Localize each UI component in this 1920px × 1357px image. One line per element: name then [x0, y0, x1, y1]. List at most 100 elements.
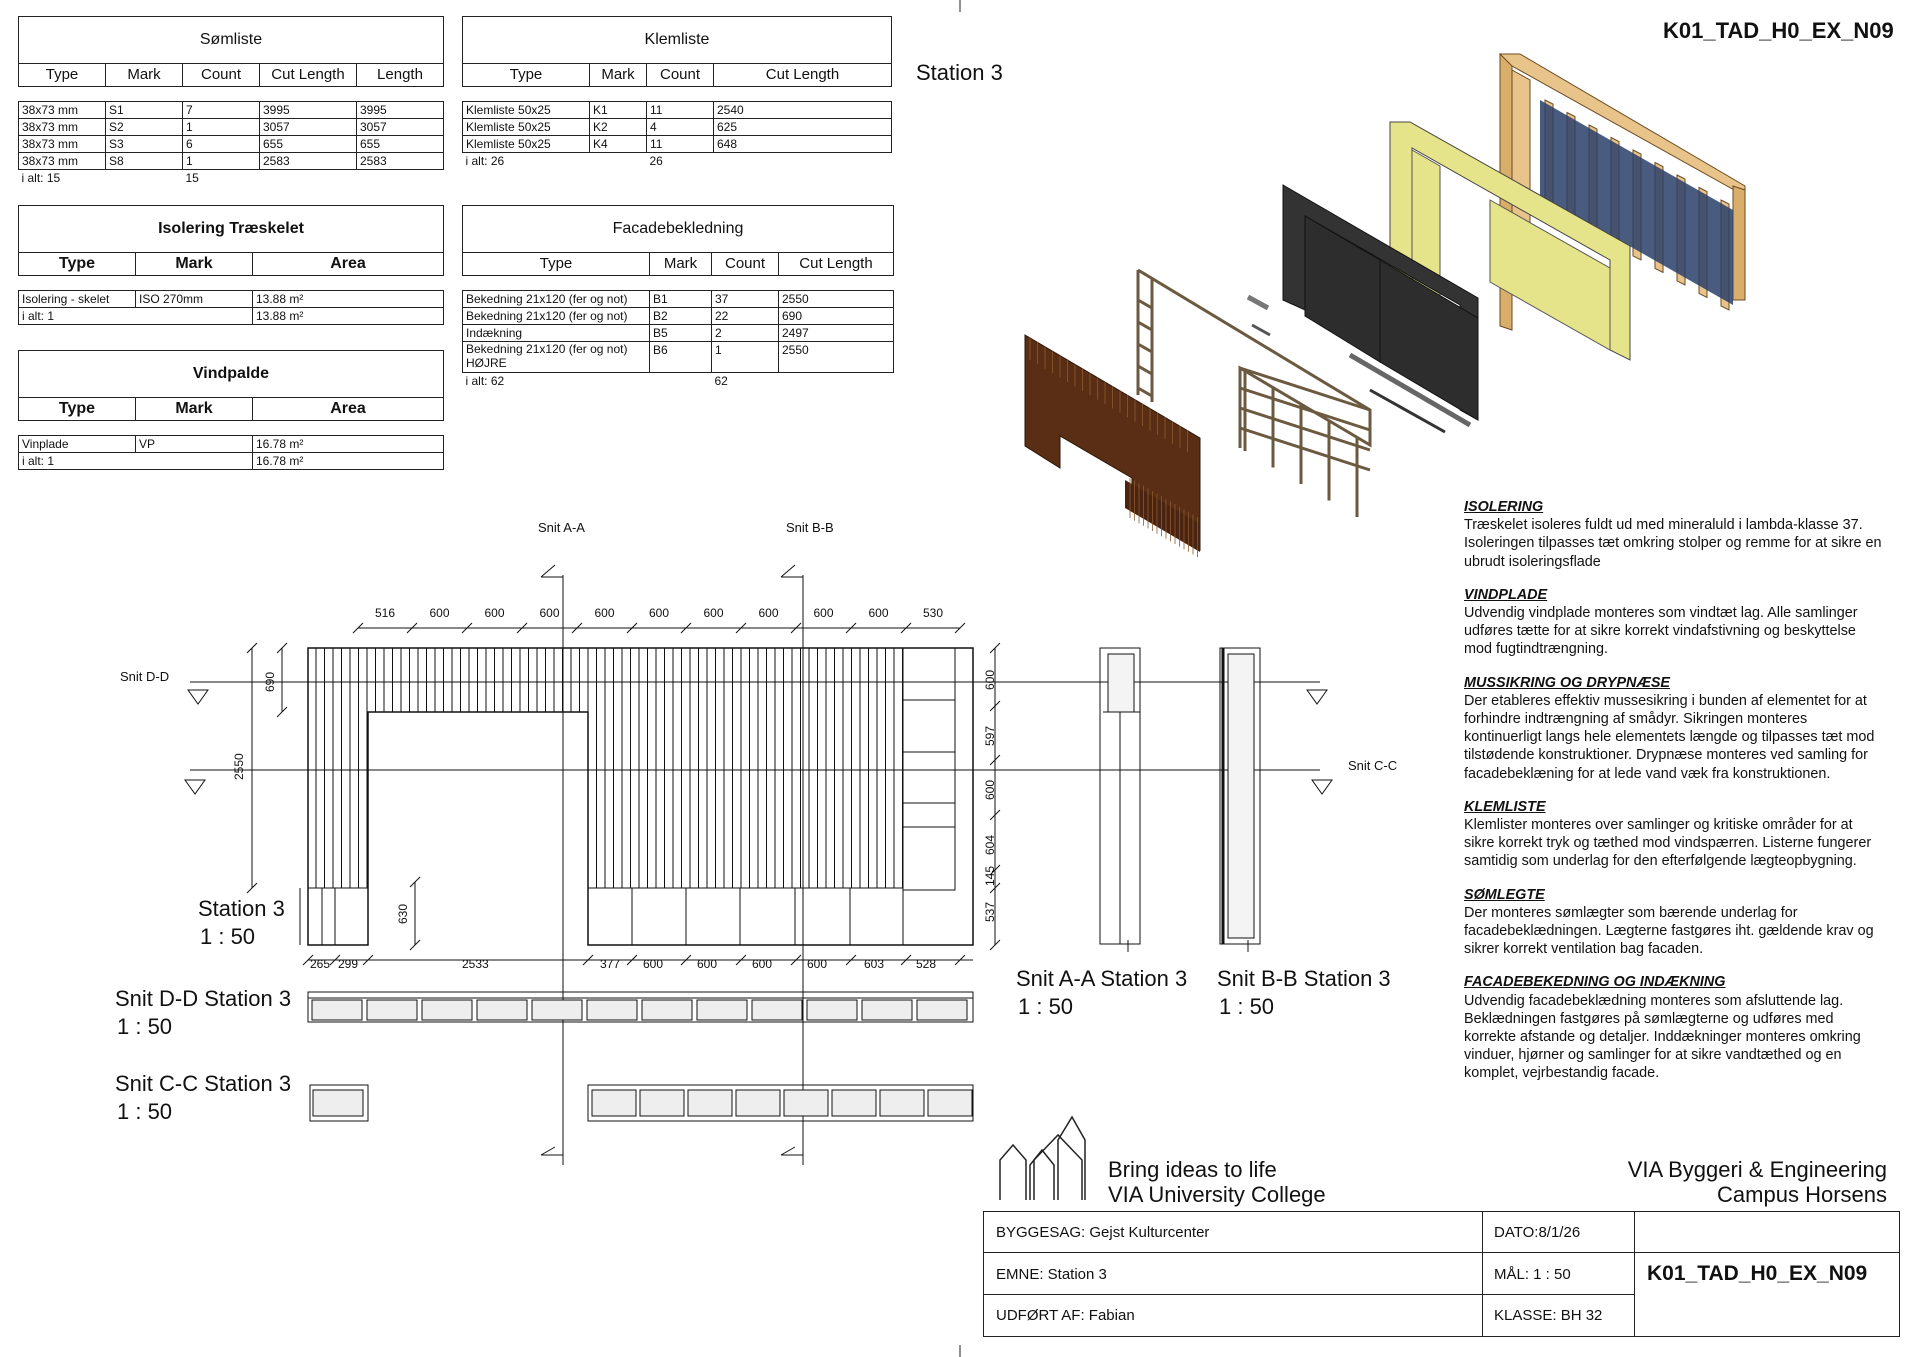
col-header: Type — [18, 252, 136, 276]
col-header: Count — [711, 252, 779, 276]
dim-tick — [989, 882, 1001, 894]
lath-horizontal — [1137, 320, 1153, 332]
dim-tick — [989, 754, 1001, 766]
cut-label-dd: Snit D-D — [120, 669, 170, 684]
tb-udfort: UDFØRT AF: Fabian — [996, 1307, 1135, 1324]
schedule-title: Klemliste — [462, 16, 892, 64]
somliste-schedule: Sømliste Type Mark Count Cut Length Leng… — [18, 16, 444, 186]
dimension-value: 630 — [396, 903, 410, 924]
exploded-isometric — [1024, 53, 1746, 557]
dim-tick — [989, 809, 1001, 821]
dim-tick — [900, 954, 912, 966]
section-dd-title: Snit D-D Station 3 — [115, 986, 292, 1011]
elevation-drawing — [184, 564, 1333, 1165]
section-bb — [1219, 647, 1261, 952]
dim-tick — [626, 622, 638, 634]
insulation-cell — [476, 999, 528, 1021]
note-heading: SØMLEGTE — [1464, 886, 1545, 903]
tb-emne: EMNE: Station 3 — [996, 1266, 1107, 1283]
dimension-value: 690 — [263, 671, 277, 692]
dim-tick — [989, 700, 1001, 712]
insulation-cell — [641, 999, 693, 1021]
lath-horizontal — [1137, 342, 1153, 354]
section-cc-title: Snit C-C Station 3 — [115, 1071, 292, 1096]
dimension-value: 600 — [983, 779, 997, 800]
col-header: Type — [18, 397, 136, 421]
note-heading: VINDPLADE — [1464, 586, 1548, 603]
schedule-title: Facadebekledning — [462, 205, 894, 253]
dimension-value: 604 — [983, 834, 997, 855]
col-header: Length — [356, 63, 444, 87]
insulation-cell — [311, 999, 363, 1021]
dimension-value: 145 — [983, 865, 997, 886]
dim-tick — [989, 642, 1001, 654]
insulation-cell — [421, 999, 473, 1021]
schedule-title: Vindpalde — [18, 350, 444, 398]
dim-tick — [276, 642, 288, 654]
dimension-value: 597 — [983, 725, 997, 746]
brand-school: VIA University College — [1108, 1182, 1326, 1207]
dim-tick — [302, 954, 314, 966]
lath-horizontal — [1239, 426, 1371, 472]
dimension-value: 600 — [758, 606, 779, 620]
dim-tick — [954, 954, 966, 966]
col-header: Type — [462, 252, 650, 276]
dim-tick — [626, 954, 638, 966]
dimension-value: 600 — [983, 669, 997, 690]
insulation-cell — [916, 999, 968, 1021]
flashing-piece — [1251, 323, 1271, 337]
dimension-value: 600 — [594, 606, 615, 620]
dim-tick — [735, 622, 747, 634]
dimension-value: 265 — [310, 957, 331, 971]
dim-tick — [276, 706, 288, 718]
schedule-title: Sømliste — [18, 16, 444, 64]
dim-tick — [571, 622, 583, 634]
dimension-value: 600 — [868, 606, 889, 620]
col-header: Cut Length — [778, 252, 894, 276]
dim-tick — [735, 954, 747, 966]
dimension-value: 537 — [983, 901, 997, 922]
cladding-layer — [1024, 334, 1201, 557]
mouse-guard-piece — [1348, 352, 1472, 428]
insulation-cell — [591, 1089, 637, 1117]
dimension-value: 600 — [484, 606, 505, 620]
col-header: Area — [252, 397, 444, 421]
drip-nose-piece — [1246, 294, 1270, 311]
facade-schedule: Facadebekledning Type Mark Count Cut Len… — [462, 205, 894, 389]
lath-horizontal — [1137, 298, 1153, 310]
lath-horizontal — [1137, 386, 1153, 398]
dimension-value: 2550 — [232, 753, 246, 780]
insulation-cell — [366, 999, 418, 1021]
elevation-scale: 1 : 50 — [200, 924, 256, 949]
dim-tick — [680, 954, 692, 966]
dimension-value: 603 — [864, 957, 885, 971]
insulation-cell — [696, 999, 748, 1021]
note-heading: MUSSIKRING OG DRYPNÆSE — [1464, 674, 1671, 691]
dim-tick — [246, 642, 258, 654]
dim-tick — [246, 882, 258, 894]
insulation-cell — [735, 1089, 781, 1117]
tb-mal: MÅL: 1 : 50 — [1494, 1266, 1571, 1283]
insulation-cell — [806, 999, 858, 1021]
dimension-value: 600 — [703, 606, 724, 620]
dimension-value: 600 — [649, 606, 670, 620]
section-aa-scale: 1 : 50 — [1018, 994, 1074, 1019]
